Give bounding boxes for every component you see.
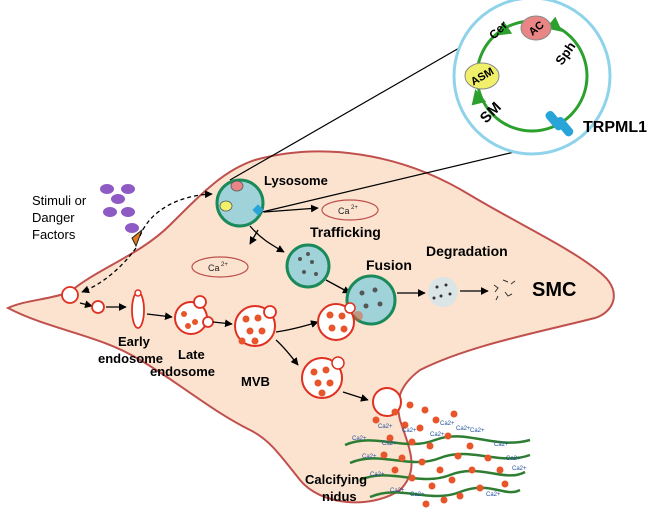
signal-path (139, 190, 213, 237)
stimuli-molecules (100, 184, 139, 233)
membrane-pit (61, 286, 79, 304)
svg-text:2+: 2+ (221, 262, 228, 268)
calcifying-label-2: nidus (322, 489, 357, 504)
calcium-particle (476, 484, 484, 492)
calcium-ion-label: Ca2+ (378, 424, 393, 430)
mvb-fusing (317, 302, 356, 341)
calcium-particle (501, 480, 509, 488)
trafficking-branch-arrow (249, 229, 259, 245)
calcium-particle (372, 416, 380, 424)
calcium-particle (444, 432, 452, 440)
calcium-store-upper: Ca 2+ (321, 199, 379, 221)
calcium-particle (401, 421, 409, 429)
fusion-lysosome (345, 274, 397, 326)
internalization-path (81, 247, 137, 294)
calcium-ion-label: Ca2+ (382, 441, 397, 447)
calcium-deposits: Ca2+Ca2+Ca2+Ca2+Ca2+Ca2+Ca2+Ca2+Ca2+Ca2+… (352, 401, 527, 508)
to-fusion-arrow (325, 279, 351, 294)
calcium-particle (484, 454, 492, 462)
calcium-store-lower: Ca 2+ (191, 256, 249, 278)
lysosome (215, 178, 265, 228)
calcium-ion-label: Ca2+ (494, 442, 509, 448)
calcium-ion-label: Ca2+ (390, 488, 405, 494)
degrading-vesicle (428, 277, 458, 307)
stimuli-label-3: Factors (32, 227, 76, 242)
trafficking-lysosome (285, 243, 331, 289)
calcium-particle (496, 466, 504, 474)
calcifying-label-1: Calcifying (305, 472, 367, 487)
calcium-particle (408, 438, 416, 446)
lysosome-inset: ASM AC Cer Sph SM TRPML1 (452, 0, 647, 156)
calcium-particle (448, 476, 456, 484)
calcium-ion-label: Ca2+ (456, 426, 471, 432)
stimuli-label-1: Stimuli or (32, 193, 87, 208)
calcium-particle (391, 466, 399, 474)
calcium-ion-label: Ca2+ (440, 421, 455, 427)
calcium-particle (380, 451, 388, 459)
calcium-particle (426, 442, 434, 450)
calcium-particle (450, 410, 458, 418)
trafficking-label: Trafficking (310, 224, 381, 240)
calcium-particle (422, 500, 430, 508)
ac-enzyme (520, 15, 552, 41)
smc-cell (5, 150, 615, 504)
calcium-particle (454, 452, 462, 460)
calcium-particle (418, 458, 426, 466)
receptor-icon (131, 228, 144, 248)
calcium-particle (468, 466, 476, 474)
inset-connector-top (229, 35, 481, 181)
inset-connector-bottom (261, 143, 549, 213)
early-endosome-label-1: Early (118, 334, 151, 349)
calcium-ion-label: Ca2+ (506, 456, 521, 462)
calcium-ion-label: Ca2+ (512, 466, 527, 472)
calcium-ion-label: Ca2+ (486, 492, 501, 498)
smc-label: SMC (532, 279, 576, 301)
late-endosome-label-1: Late (178, 347, 205, 362)
svg-text:Ca: Ca (338, 206, 350, 216)
calcium-ion-label: Ca2+ (470, 428, 485, 434)
stimuli-label-2: Danger (32, 210, 75, 225)
early-endosome-label-2: endosome (98, 351, 163, 366)
mvb-label: MVB (241, 374, 270, 389)
late-endosome-label-2: endosome (150, 364, 215, 379)
calcium-particle (398, 454, 406, 462)
trafficking-arrow (249, 225, 285, 253)
trpml1-label: TRPML1 (583, 119, 647, 136)
asm-enzyme (464, 62, 500, 90)
mvb-exocytosis (301, 356, 345, 399)
degradation-label: Degradation (426, 243, 508, 259)
late-endosome (174, 295, 214, 335)
calcium-particle (391, 408, 399, 416)
calcium-particle (440, 496, 448, 504)
degradation-products (493, 279, 516, 301)
calcium-ion-label: Ca2+ (362, 454, 377, 460)
early-vesicle (91, 300, 105, 314)
calcium-particle (428, 482, 436, 490)
calcium-particle (456, 492, 464, 500)
calcium-ion-label: Ca2+ (410, 492, 425, 498)
early-endosome (131, 289, 145, 329)
calcium-particle (421, 406, 429, 414)
calcium-ion-label: Ca2+ (402, 428, 417, 434)
calcium-particle (406, 401, 414, 409)
svg-text:2+: 2+ (351, 205, 358, 211)
calcium-release-arrow (263, 204, 319, 213)
svg-text:Ca: Ca (208, 263, 220, 273)
mvb (234, 305, 277, 347)
fusion-label: Fusion (366, 257, 412, 273)
collagen-fibers (344, 435, 531, 499)
lysosome-label: Lysosome (264, 173, 328, 188)
calcium-particle (386, 434, 394, 442)
calcium-particle (466, 442, 474, 450)
calcium-particle (416, 424, 424, 432)
trpml1-channel (545, 110, 574, 137)
calcium-particle (432, 416, 440, 424)
calcium-ion-label: Ca2+ (430, 432, 445, 438)
calcium-ion-label: Ca2+ (352, 436, 367, 442)
calcium-particle (436, 466, 444, 474)
calcium-particle (408, 474, 416, 482)
calcium-ion-label: Ca2+ (370, 472, 385, 478)
